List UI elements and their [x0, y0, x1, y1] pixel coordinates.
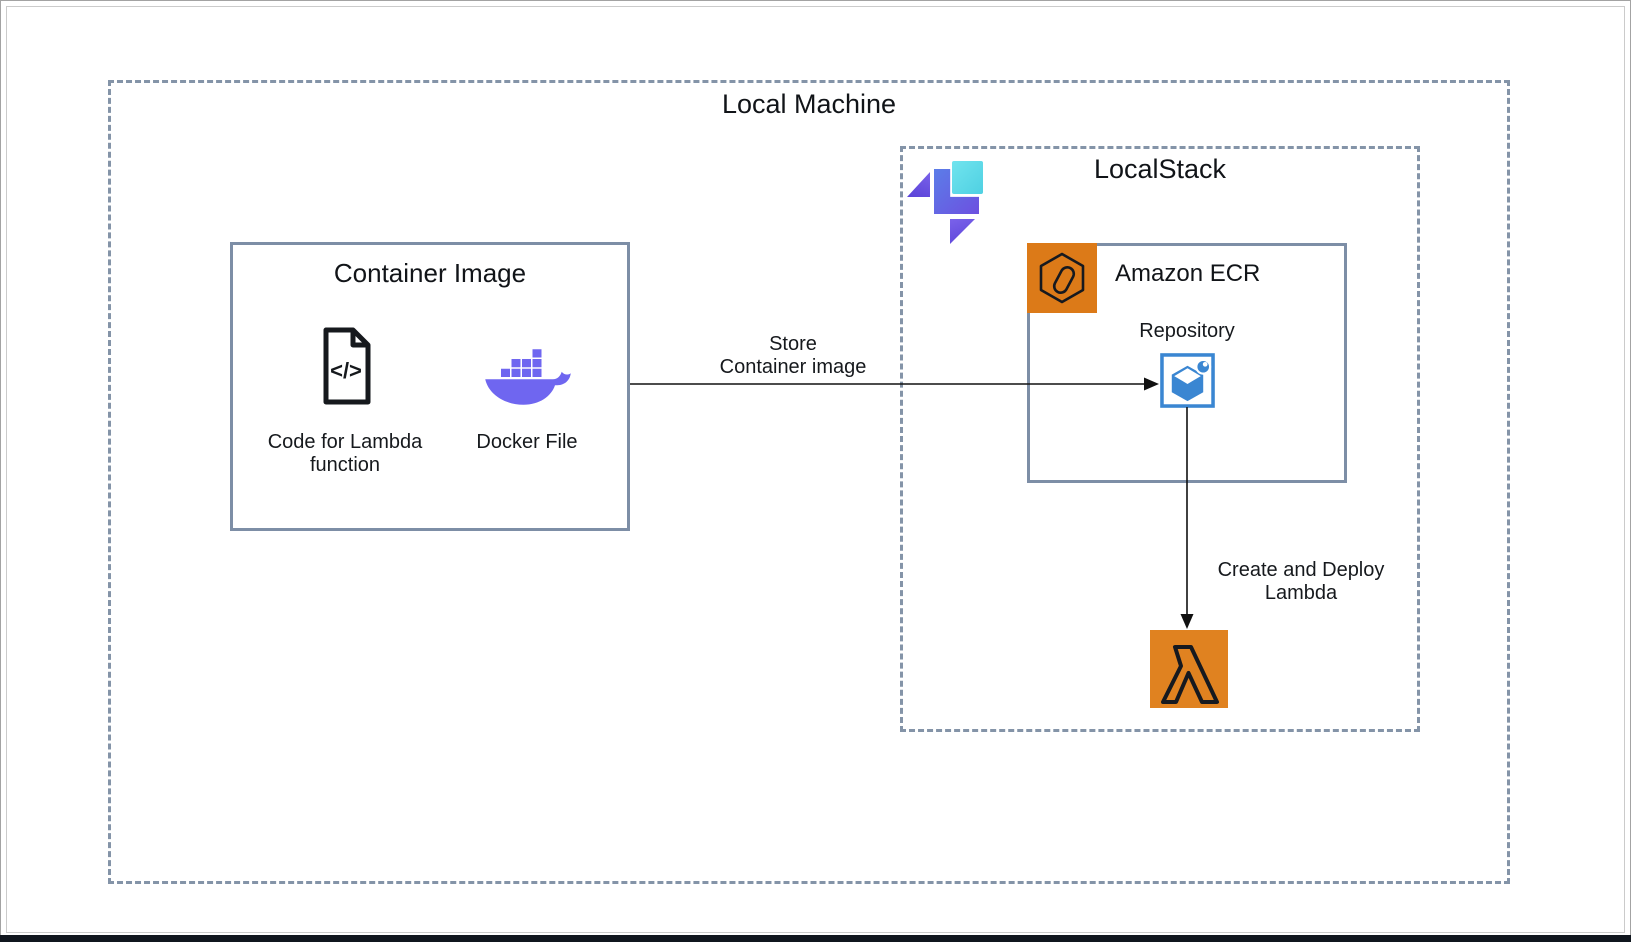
localstack-logo-triangle-bottom	[950, 219, 975, 244]
container-image-box: Container Image </> Code for Lambda func…	[230, 242, 630, 531]
repository-label: Repository	[1139, 320, 1235, 342]
window-bottom-bar	[0, 935, 1631, 942]
local-machine-group: Local Machine	[108, 80, 1510, 884]
localstack-logo-square	[952, 161, 983, 194]
docker-file-label: Docker File	[476, 431, 578, 453]
docker-icon	[485, 349, 571, 405]
localstack-logo-icon	[907, 156, 983, 244]
aws-lambda-icon	[1150, 630, 1228, 708]
amazon-ecr-icon	[1027, 243, 1097, 313]
code-file-label: Code for Lambda function	[267, 431, 423, 476]
localstack-logo-triangle-left	[907, 172, 930, 197]
container-image-title: Container Image	[333, 258, 527, 288]
svg-text:</>: </>	[330, 358, 362, 383]
amazon-ecr-title: Amazon ECR	[1115, 260, 1261, 287]
localstack-group: LocalStack	[900, 146, 1420, 732]
store-container-image-label: Store Container image	[719, 333, 867, 378]
code-file-icon: </>	[323, 327, 371, 405]
ecr-repository-icon	[1160, 353, 1215, 408]
localstack-title: LocalStack	[1093, 154, 1227, 184]
create-deploy-lambda-label: Create and Deploy Lambda	[1217, 559, 1385, 604]
local-machine-title: Local Machine	[721, 89, 897, 119]
